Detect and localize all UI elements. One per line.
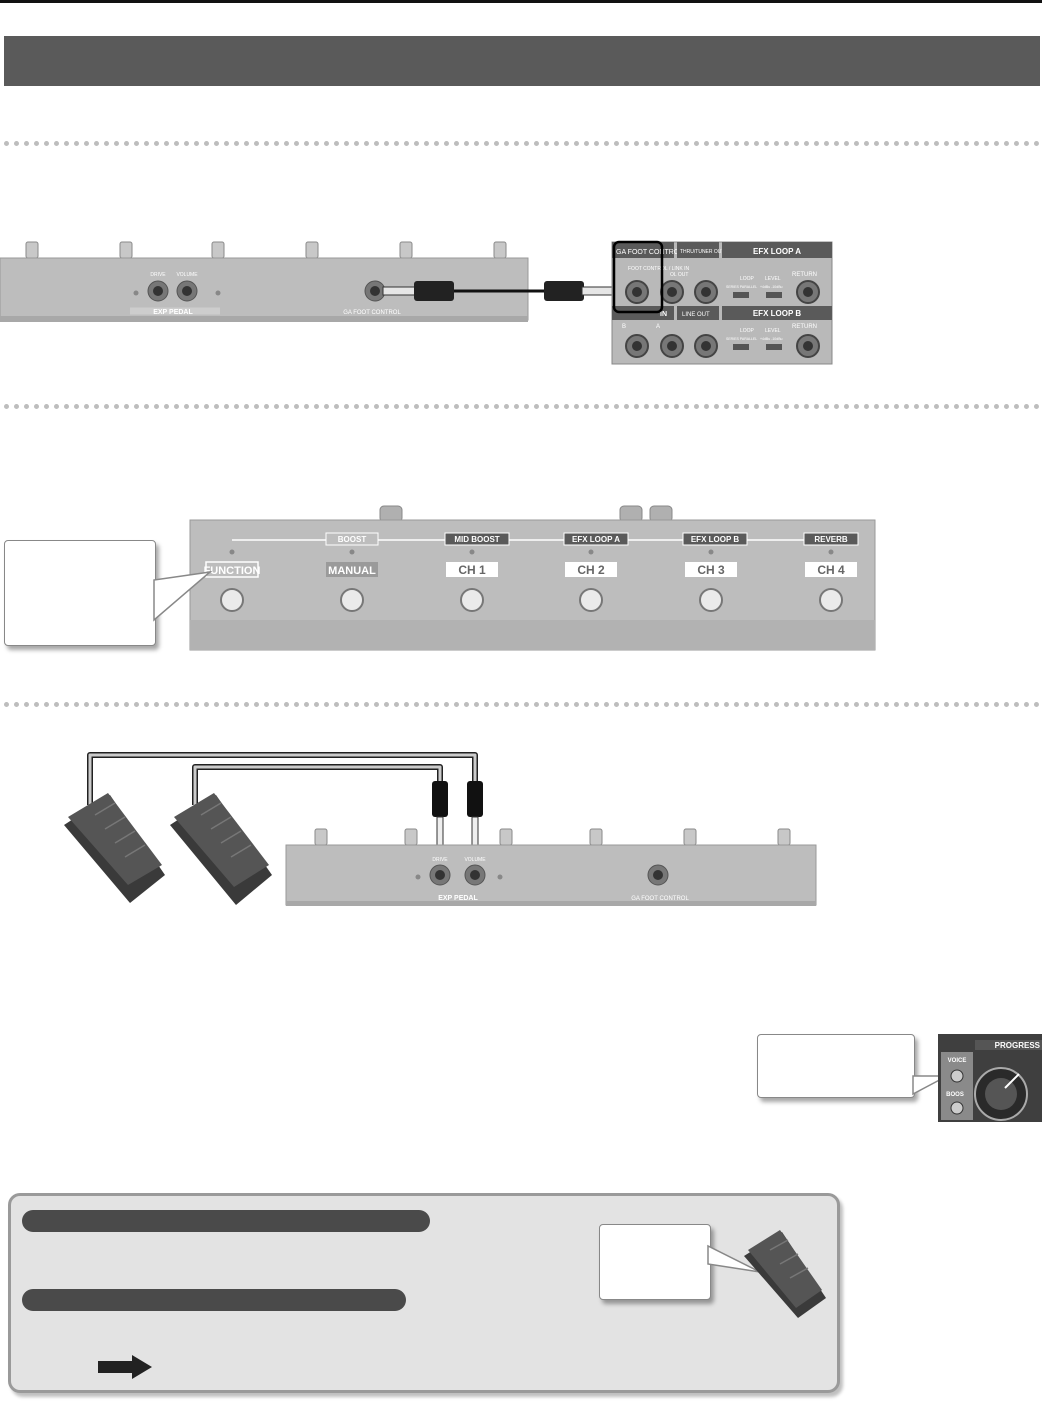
- panel-ga-foot-control: GA FOOT CONTROL: [616, 249, 683, 256]
- panel-series-parallel-b: SERIES PARALLEL: [726, 337, 757, 341]
- panel-ol-out: OL OUT: [670, 272, 688, 278]
- exp-pedal-label-3: EXP PEDAL: [438, 895, 478, 902]
- label-mid-boost: MID BOOST: [454, 535, 499, 544]
- footswitch-ch1[interactable]: [460, 588, 484, 612]
- panel-line-out: LINE OUT: [682, 312, 710, 318]
- tip-heading-bar-2: [22, 1289, 406, 1311]
- label-boost: BOOST: [338, 535, 367, 544]
- foot-controller-top-view: BOOST MID BOOST EFX LOOP A EFX LOOP B RE…: [153, 505, 876, 651]
- panel-level-values-a: +4dBu -10dBu: [760, 285, 783, 289]
- panel-in: IN: [660, 311, 667, 318]
- voice-label: VOICE: [948, 1058, 967, 1064]
- section-divider-1: [4, 141, 1040, 146]
- volume-label-3: VOLUME: [464, 857, 486, 863]
- ga-foot-control-label: GA FOOT CONTROL: [343, 310, 401, 316]
- jack-highlight: [612, 240, 664, 314]
- panel-return-a: RETURN: [792, 272, 817, 278]
- panel-loop-a: LOOP: [740, 276, 755, 282]
- panel-level-b: LEVEL: [765, 328, 781, 334]
- footswitch-function[interactable]: [220, 588, 244, 612]
- expression-pedal-2: [170, 793, 272, 905]
- callout-function: [4, 540, 156, 646]
- top-rule: [0, 0, 1042, 3]
- exp-pedal-label: EXP PEDAL: [153, 309, 193, 316]
- footswitch-manual[interactable]: [340, 588, 364, 612]
- panel-level-values-b: +4dBu -10dBu: [760, 337, 783, 341]
- panel-series-parallel-a: SERIES PARALLEL: [726, 285, 757, 289]
- button-label-ch1: CH 1: [458, 563, 486, 577]
- tip-heading-bar-1: [22, 1210, 430, 1232]
- ga-foot-control-label-3: GA FOOT CONTROL: [631, 896, 689, 902]
- panel-foot-control-link-in: FOOT CONTROL / LINK IN: [628, 266, 690, 272]
- expression-pedal-1: [64, 793, 165, 903]
- panel-thru-tuner-out: THRU/TUNER OUT: [680, 249, 724, 255]
- section-header-bar: [4, 36, 1040, 86]
- panel-efx-loop-a: EFX LOOP A: [753, 247, 801, 256]
- panel-level-a: LEVEL: [765, 276, 781, 282]
- footswitch-ch4[interactable]: [819, 588, 843, 612]
- expression-pedal-diagram: DRIVE VOLUME EXP PEDAL GA FOOT CONTROL: [64, 752, 817, 906]
- panel-a: A: [656, 324, 660, 330]
- connection-diagram-1: DRIVE VOLUME EXP PEDAL GA FOOT CONTROL G…: [0, 240, 833, 365]
- button-label-manual: MANUAL: [328, 565, 376, 577]
- boost-button[interactable]: [950, 1101, 964, 1115]
- boost-label: BOOS: [946, 1092, 964, 1098]
- label-reverb: REVERB: [814, 535, 848, 544]
- section-divider-3: [4, 702, 1040, 707]
- panel-b: B: [622, 324, 626, 330]
- label-efx-loop-b: EFX LOOP B: [691, 535, 740, 544]
- panel-efx-loop-b: EFX LOOP B: [753, 309, 802, 318]
- panel-return-b: RETURN: [792, 324, 817, 330]
- button-label-ch4: CH 4: [817, 563, 845, 577]
- label-efx-loop-a: EFX LOOP A: [572, 535, 620, 544]
- section-divider-2: [4, 404, 1040, 409]
- foot-controller-rear-3: [285, 844, 817, 906]
- expression-pedal-small: [707, 1230, 826, 1318]
- panel-loop-b: LOOP: [740, 328, 755, 334]
- drive-label: DRIVE: [150, 272, 166, 278]
- button-label-ch2: CH 2: [577, 563, 605, 577]
- volume-label: VOLUME: [176, 272, 198, 278]
- footswitch-ch2[interactable]: [579, 588, 603, 612]
- drive-label-3: DRIVE: [432, 857, 448, 863]
- footswitch-ch3[interactable]: [699, 588, 723, 612]
- voice-button[interactable]: [950, 1069, 964, 1083]
- amp-front-panel-detail: PROGRESS VOICE BOOS: [912, 1034, 1042, 1122]
- button-label-function: FUNCTION: [204, 565, 261, 577]
- button-label-ch3: CH 3: [697, 563, 725, 577]
- progress-label: PROGRESS: [995, 1041, 1041, 1050]
- arrow-icon: [98, 1355, 152, 1379]
- callout-pedal: [599, 1224, 711, 1300]
- callout-voice: [757, 1034, 915, 1098]
